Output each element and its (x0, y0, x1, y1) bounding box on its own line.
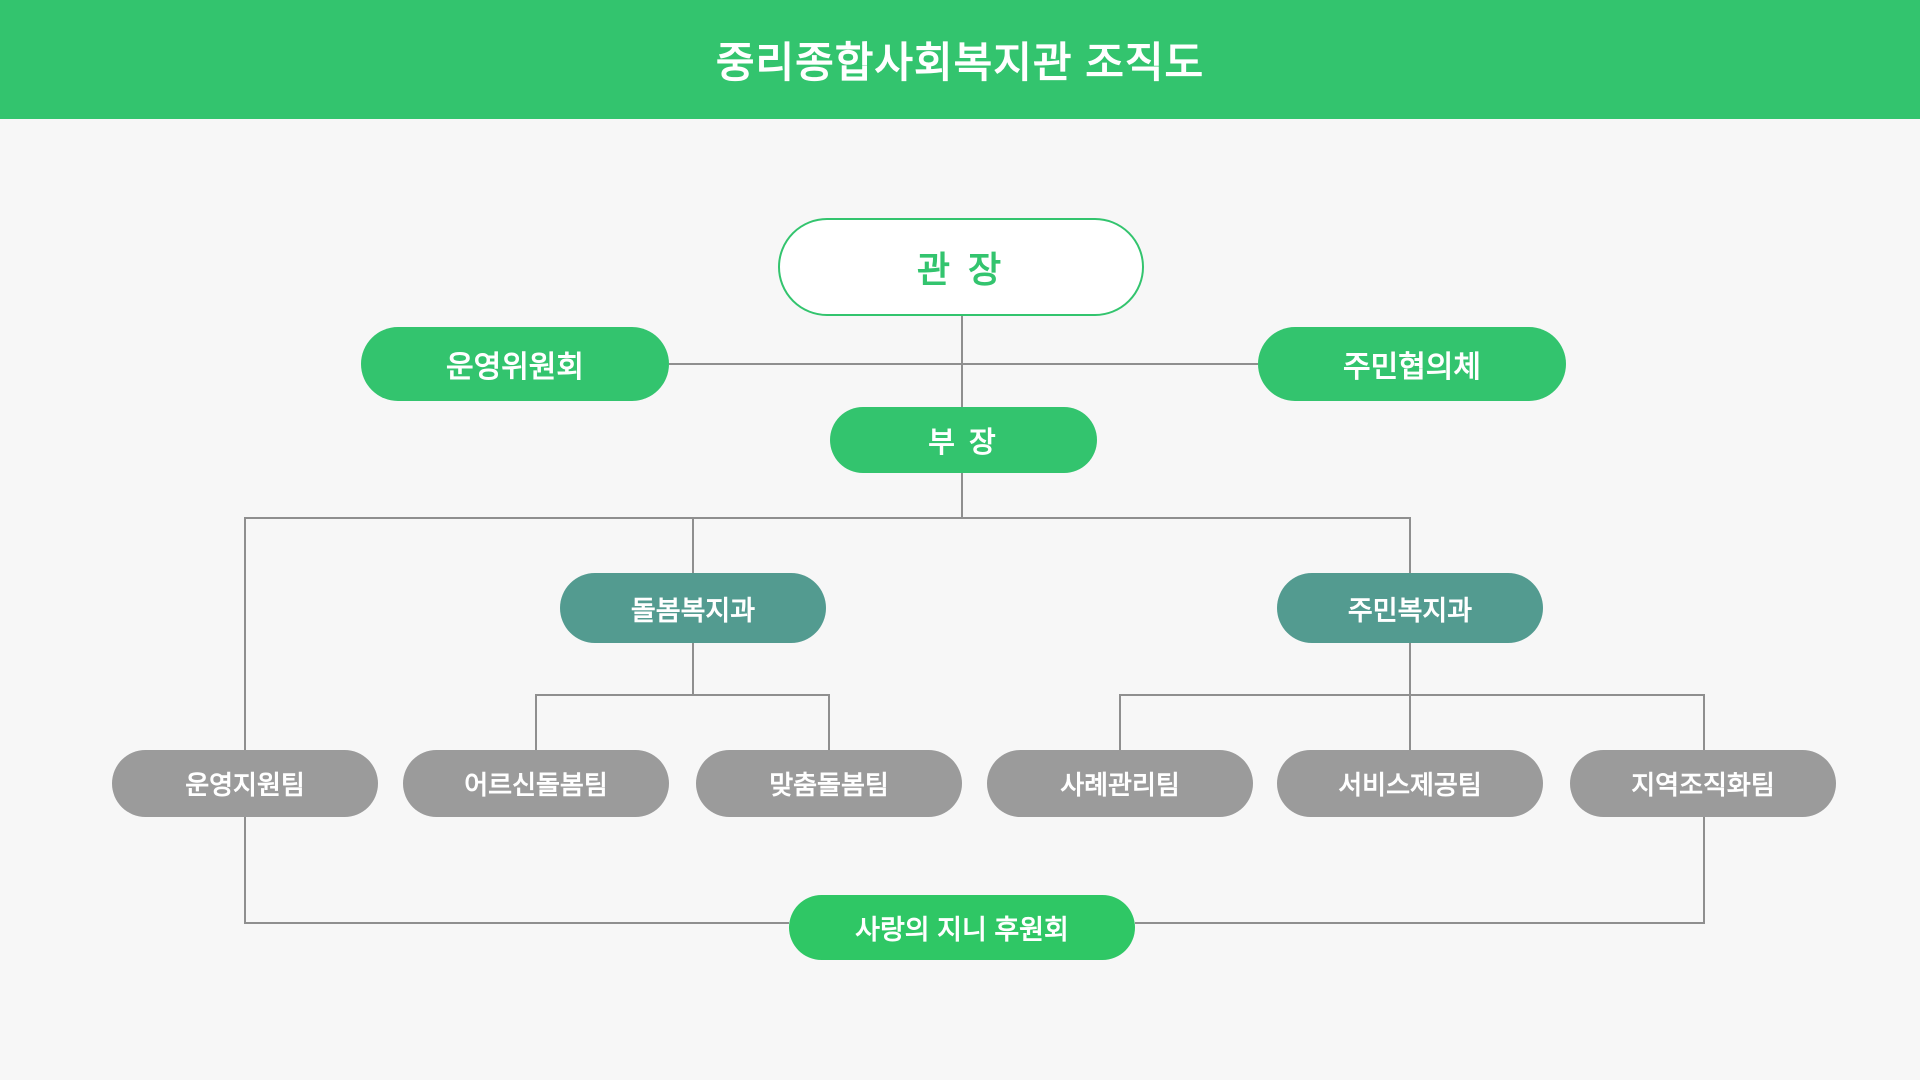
node-supporters-association: 사랑의 지니 후원회 (789, 895, 1135, 960)
connector-line (692, 643, 694, 696)
node-director: 관 장 (778, 218, 1144, 316)
node-case-management-team: 사례관리팀 (987, 750, 1253, 817)
connector-line (1119, 694, 1121, 750)
node-care-welfare-division: 돌봄복지과 (560, 573, 826, 643)
connector-line (244, 517, 1411, 519)
connector-line (535, 694, 830, 696)
connector-line (961, 316, 963, 408)
node-resident-council: 주민협의체 (1258, 327, 1566, 401)
node-deputy-director: 부 장 (830, 407, 1097, 473)
connector-line (244, 817, 246, 924)
node-community-organizing-team: 지역조직화팀 (1570, 750, 1836, 817)
connector-line (244, 922, 789, 924)
connector-line (1409, 643, 1411, 750)
connector-line (1703, 694, 1705, 750)
connector-line (1703, 817, 1705, 924)
header-bar: 중리종합사회복지관 조직도 (0, 0, 1920, 119)
connector-line (961, 473, 963, 518)
connector-line (535, 694, 537, 750)
connector-line (1409, 517, 1411, 574)
connector-line (1135, 922, 1705, 924)
connector-line (244, 517, 246, 750)
node-service-provision-team: 서비스제공팀 (1277, 750, 1543, 817)
node-customized-care-team: 맞춤돌봄팀 (696, 750, 962, 817)
connector-line (828, 694, 830, 750)
node-resident-welfare-division: 주민복지과 (1277, 573, 1543, 643)
node-operation-support-team: 운영지원팀 (112, 750, 378, 817)
connector-line (692, 517, 694, 574)
connector-line (669, 363, 1258, 365)
node-elderly-care-team: 어르신돌봄팀 (403, 750, 669, 817)
page-title: 중리종합사회복지관 조직도 (715, 39, 1205, 86)
node-operating-committee: 운영위원회 (361, 327, 669, 401)
connector-line (1119, 694, 1705, 696)
